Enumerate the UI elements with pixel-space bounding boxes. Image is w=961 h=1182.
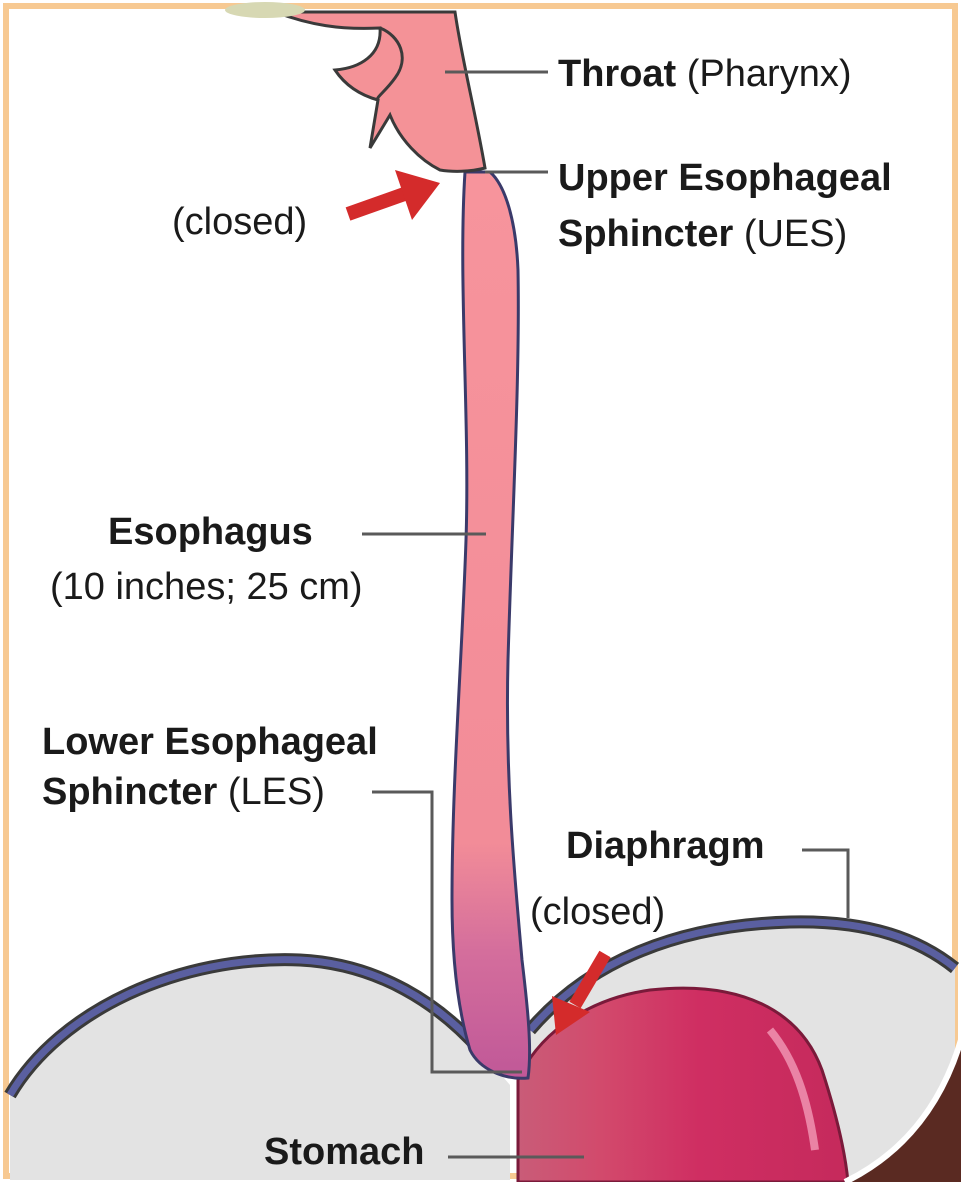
les-label-line1: Lower Esophageal	[42, 720, 378, 766]
les-label-line2: Sphincter (LES)	[42, 770, 325, 816]
ues-label-paren: (UES)	[744, 213, 847, 255]
diaphragm-label: Diaphragm	[566, 824, 764, 870]
esophagus-label-bold: Esophagus	[108, 511, 313, 553]
throat-label-paren: (Pharynx)	[687, 53, 852, 95]
les-closed-text: (closed)	[530, 891, 665, 933]
stomach-label: Stomach	[264, 1130, 424, 1176]
les-label-paren: (LES)	[228, 771, 325, 813]
ues-label-bold-2: Sphincter	[558, 213, 733, 255]
ues-label-line2: Sphincter (UES)	[558, 212, 847, 258]
les-label-bold-1: Lower Esophageal	[42, 721, 378, 763]
stomach-label-bold: Stomach	[264, 1131, 424, 1173]
esophagus-length-text: (10 inches; 25 cm)	[50, 566, 363, 608]
esophagus-length-note: (10 inches; 25 cm)	[50, 565, 363, 611]
les-label-bold-2: Sphincter	[42, 771, 217, 813]
les-closed-label: (closed)	[530, 890, 665, 936]
ues-label-line1: Upper Esophageal	[558, 156, 892, 202]
ues-label-bold-1: Upper Esophageal	[558, 157, 892, 199]
throat-label: Throat (Pharynx)	[558, 52, 852, 98]
ues-closed-text: (closed)	[172, 201, 307, 243]
diaphragm-label-bold: Diaphragm	[566, 825, 764, 867]
throat-top-tissue	[225, 2, 305, 18]
ues-closed-label: (closed)	[172, 200, 307, 246]
esophagus-label: Esophagus	[108, 510, 313, 556]
throat-label-bold: Throat	[558, 53, 676, 95]
